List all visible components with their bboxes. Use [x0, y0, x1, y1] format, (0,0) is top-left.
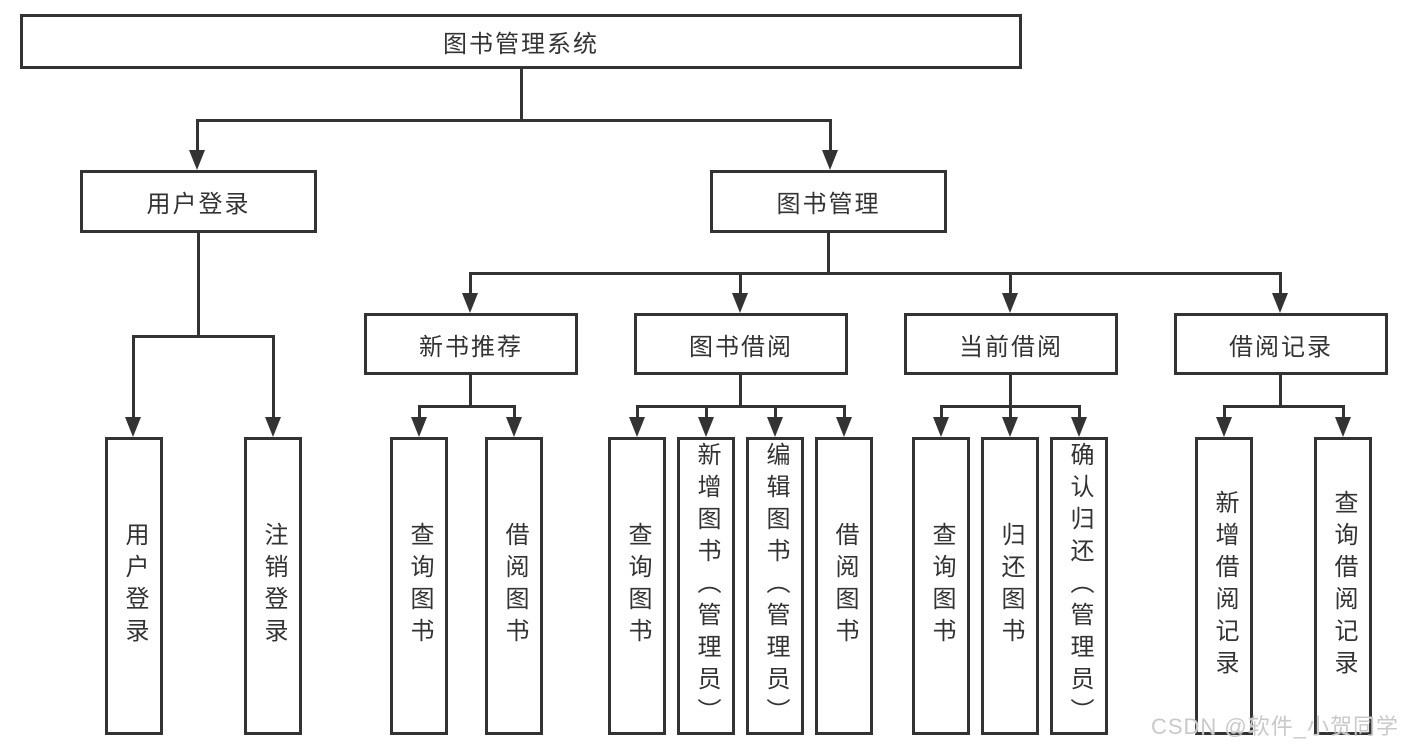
connector-line: [739, 375, 742, 405]
node-label: 图书管理: [776, 191, 881, 218]
leaf-add-book-admin: 新增图书（管理员）: [677, 437, 735, 735]
connector-line: [1009, 405, 1012, 419]
leaf-edit-book-admin: 编辑图书（管理员）: [746, 437, 804, 735]
connector-line: [940, 405, 943, 419]
arrowhead-down-icon: [1272, 293, 1288, 313]
arrowhead-down-icon: [732, 293, 748, 313]
node-borrow-record: 借阅记录: [1174, 313, 1388, 375]
leaf-query-book-2: 查询图书: [608, 437, 666, 735]
arrowhead-down-icon: [1002, 417, 1018, 437]
connector-line: [1223, 405, 1226, 419]
leaf-borrow-book-1: 借阅图书: [485, 437, 543, 735]
connector-line: [469, 272, 472, 297]
leaf-label: 用户登录: [121, 522, 148, 650]
node-label: 新书推荐: [419, 333, 523, 361]
connector-line: [469, 375, 472, 405]
leaf-label: 查询借阅记录: [1330, 490, 1357, 682]
connector-line: [196, 119, 832, 122]
connector-line: [469, 272, 1282, 275]
arrowhead-down-icon: [411, 417, 427, 437]
connector-line: [774, 405, 777, 419]
connector-line: [513, 405, 516, 419]
node-book-management: 图书管理: [710, 170, 947, 233]
arrowhead-down-icon: [836, 417, 852, 437]
leaf-label: 归还图书: [997, 522, 1024, 650]
leaf-label: 借阅图书: [831, 522, 858, 650]
connector-line: [272, 335, 275, 419]
connector-line: [636, 405, 639, 419]
arrowhead-down-icon: [265, 417, 281, 437]
connector-line: [1009, 272, 1012, 297]
leaf-user-login: 用户登录: [105, 437, 163, 735]
connector-line: [132, 335, 275, 338]
connector-line: [1279, 375, 1282, 405]
node-current-borrow: 当前借阅: [904, 313, 1118, 375]
node-root-label: 图书管理系统: [443, 31, 599, 58]
leaf-label: 注销登录: [260, 522, 287, 650]
node-new-book-recommend: 新书推荐: [364, 313, 578, 375]
leaf-label: 编辑图书（管理员）: [762, 442, 789, 730]
connector-line: [520, 68, 523, 121]
node-label: 当前借阅: [959, 333, 1063, 361]
connector-line: [1009, 375, 1012, 405]
arrowhead-down-icon: [189, 150, 205, 170]
leaf-label: 查询图书: [624, 522, 651, 650]
leaf-borrow-book-2: 借阅图书: [815, 437, 873, 735]
connector-line: [1078, 405, 1081, 419]
arrowhead-down-icon: [698, 417, 714, 437]
arrowhead-down-icon: [1071, 417, 1087, 437]
arrowhead-down-icon: [629, 417, 645, 437]
connector-line: [1223, 405, 1345, 408]
node-label: 用户登录: [146, 191, 251, 218]
arrowhead-down-icon: [767, 417, 783, 437]
node-label: 借阅记录: [1229, 333, 1333, 361]
leaf-label: 查询图书: [928, 522, 955, 650]
arrowhead-down-icon: [125, 417, 141, 437]
connector-line: [1342, 405, 1345, 419]
leaf-logout: 注销登录: [244, 437, 302, 735]
arrowhead-down-icon: [1335, 417, 1351, 437]
connector-line: [829, 119, 832, 153]
leaf-label: 查询图书: [406, 522, 433, 650]
connector-line: [132, 335, 135, 419]
connector-line: [636, 405, 846, 408]
connector-line: [705, 405, 708, 419]
arrowhead-down-icon: [822, 150, 838, 170]
connector-line: [843, 405, 846, 419]
leaf-query-book-1: 查询图书: [390, 437, 448, 735]
leaf-label: 借阅图书: [501, 522, 528, 650]
arrowhead-down-icon: [1216, 417, 1232, 437]
connector-line: [1279, 272, 1282, 297]
node-label: 图书借阅: [689, 333, 793, 361]
leaf-label: 确认归还（管理员）: [1066, 442, 1093, 730]
leaf-label: 新增图书（管理员）: [693, 442, 720, 730]
arrowhead-down-icon: [506, 417, 522, 437]
connector-line: [827, 233, 830, 274]
connector-line: [418, 405, 421, 419]
leaf-confirm-return-admin: 确认归还（管理员）: [1050, 437, 1108, 735]
connector-line: [196, 119, 199, 153]
connector-line: [418, 405, 516, 408]
node-book-borrow: 图书借阅: [634, 313, 848, 375]
leaf-add-borrow-record: 新增借阅记录: [1195, 437, 1253, 735]
node-user-login: 用户登录: [80, 170, 317, 233]
leaf-query-borrow-record: 查询借阅记录: [1314, 437, 1372, 735]
leaf-query-book-3: 查询图书: [912, 437, 970, 735]
leaf-return-book: 归还图书: [981, 437, 1039, 735]
arrowhead-down-icon: [462, 293, 478, 313]
csdn-watermark: CSDN @软件_小贺同学: [1150, 714, 1399, 739]
arrowhead-down-icon: [1002, 293, 1018, 313]
node-root: 图书管理系统: [20, 14, 1022, 69]
connector-line: [197, 233, 200, 335]
leaf-label: 新增借阅记录: [1211, 490, 1238, 682]
connector-line: [739, 272, 742, 297]
arrowhead-down-icon: [933, 417, 949, 437]
